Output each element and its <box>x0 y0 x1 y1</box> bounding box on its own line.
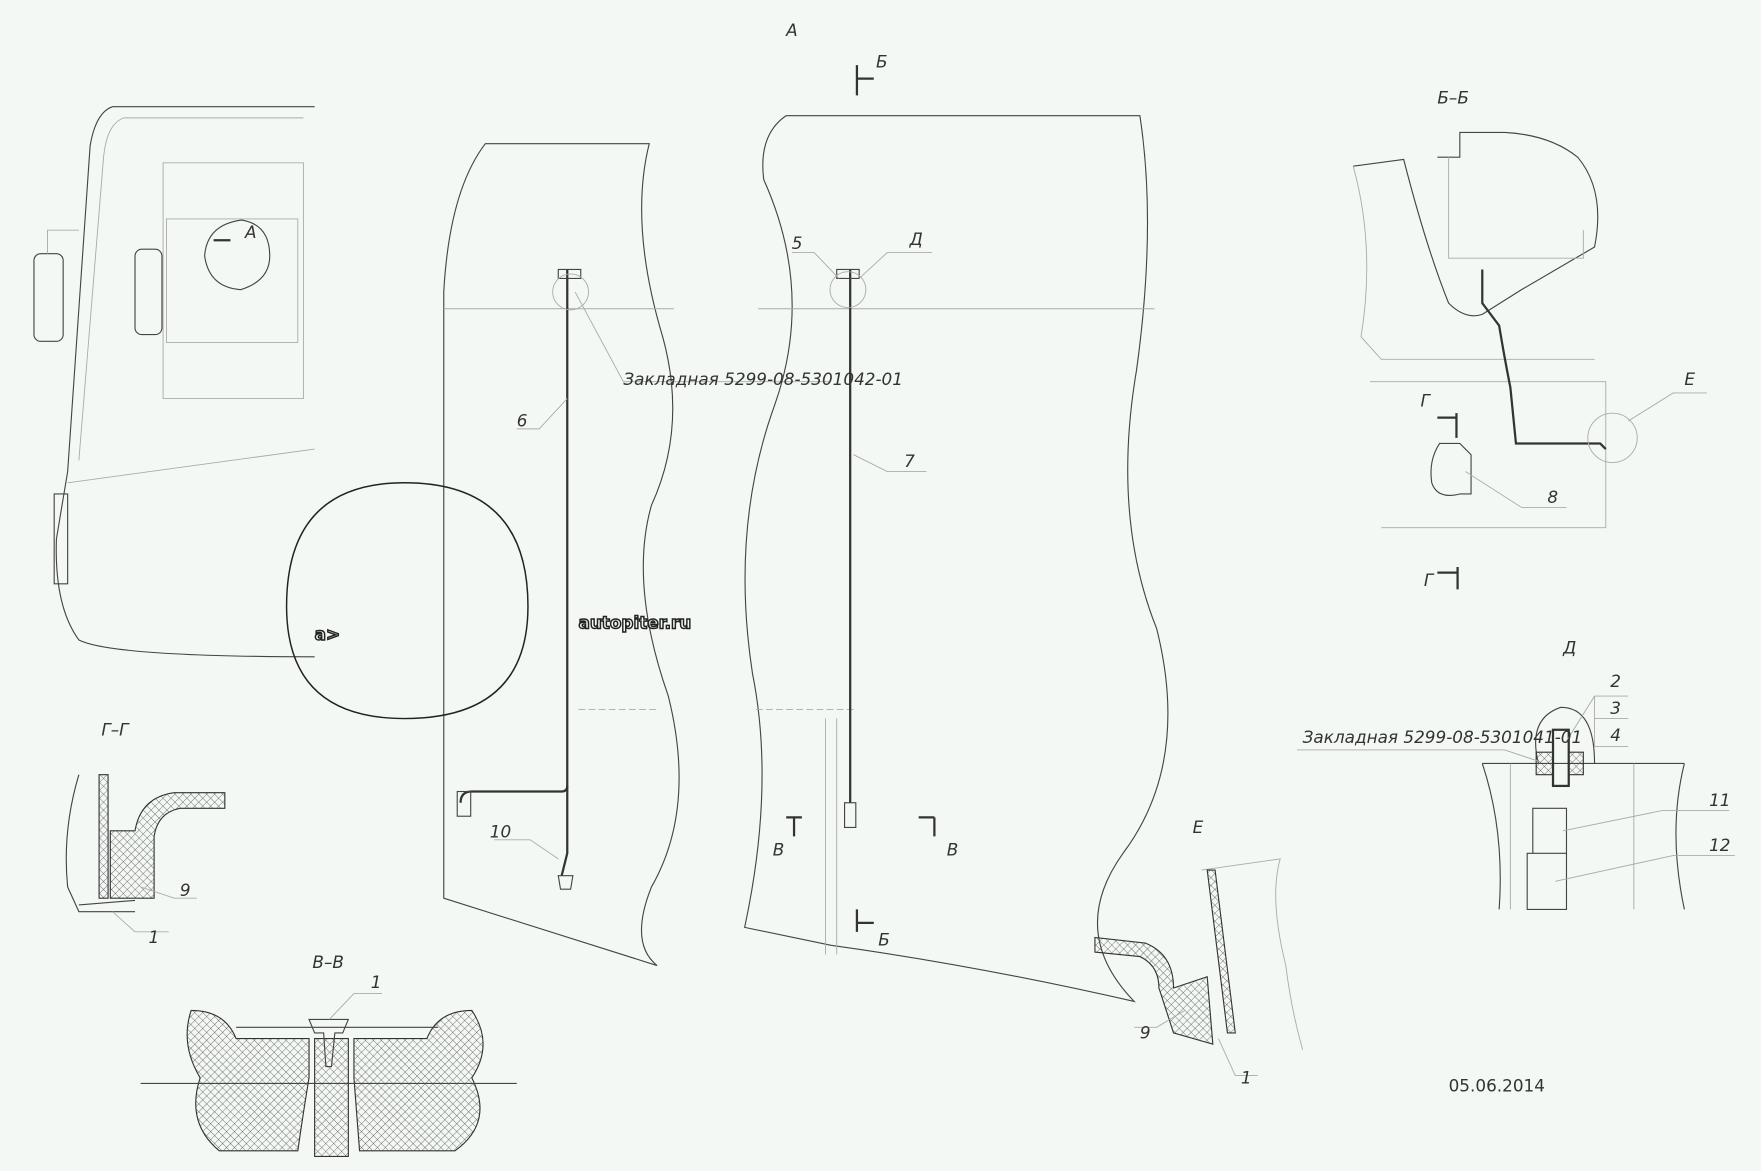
view-a-right-panel: 5 Д 7 В В Б А Б <box>743 20 1169 1003</box>
detail-d-marker: Д <box>909 229 923 249</box>
section-gg-title: Г–Г <box>101 719 130 739</box>
section-bb-title: Б–Б <box>1437 87 1469 107</box>
insert-label-1: Закладная 5299-08-5301042-01 <box>623 369 903 389</box>
detail-e-title: Е <box>1193 817 1204 837</box>
section-g-marker-2: Г <box>1424 570 1435 590</box>
position-1a: 1 <box>148 927 159 947</box>
section-bb: Б–Б Е 8 Г Г <box>1352 87 1707 590</box>
position-4: 4 <box>1610 725 1621 745</box>
watermark-site: autopiter.ru <box>578 613 691 633</box>
cab-side-view: А <box>33 106 315 658</box>
position-12: 12 <box>1709 835 1730 855</box>
section-v-left: В <box>773 840 785 860</box>
section-b-top: Б <box>876 51 888 71</box>
position-5: 5 <box>792 233 803 253</box>
position-9a: 9 <box>180 880 191 900</box>
section-b-bottom: Б <box>878 929 890 949</box>
position-9b: 9 <box>1140 1023 1151 1043</box>
position-3: 3 <box>1610 698 1621 718</box>
drawing-date: 05.06.2014 <box>1449 1075 1545 1095</box>
position-11: 11 <box>1709 790 1730 810</box>
watermark-logo: a> <box>315 624 340 644</box>
position-8: 8 <box>1547 487 1558 507</box>
position-6: 6 <box>517 411 528 431</box>
detail-d: Д 2 3 4 Закладная 5299-08-5301041-01 11 … <box>1297 637 1735 910</box>
detail-e: Е 9 1 <box>1094 817 1304 1087</box>
view-a-left-panel: Закладная 5299-08-5301042-01 6 10 <box>443 143 903 967</box>
section-gg: Г–Г 9 1 <box>65 719 226 947</box>
detail-d-title: Д <box>1562 637 1576 657</box>
view-a-label: А <box>785 20 798 40</box>
section-vv-title: В–В <box>312 952 344 972</box>
detail-e-marker: Е <box>1684 369 1695 389</box>
autopiter-watermark: a> autopiter.ru <box>285 482 692 720</box>
section-g-marker: Г <box>1421 390 1432 410</box>
section-v-right: В <box>947 840 959 860</box>
position-2: 2 <box>1610 671 1621 691</box>
position-1b: 1 <box>371 972 382 992</box>
cab-view-label: А <box>244 222 257 242</box>
insert-label-2: Закладная 5299-08-5301041-01 <box>1303 727 1583 747</box>
position-1c: 1 <box>1241 1067 1252 1087</box>
section-vv: В–В 1 <box>140 952 517 1157</box>
position-10: 10 <box>490 822 511 842</box>
position-7: 7 <box>904 451 915 471</box>
